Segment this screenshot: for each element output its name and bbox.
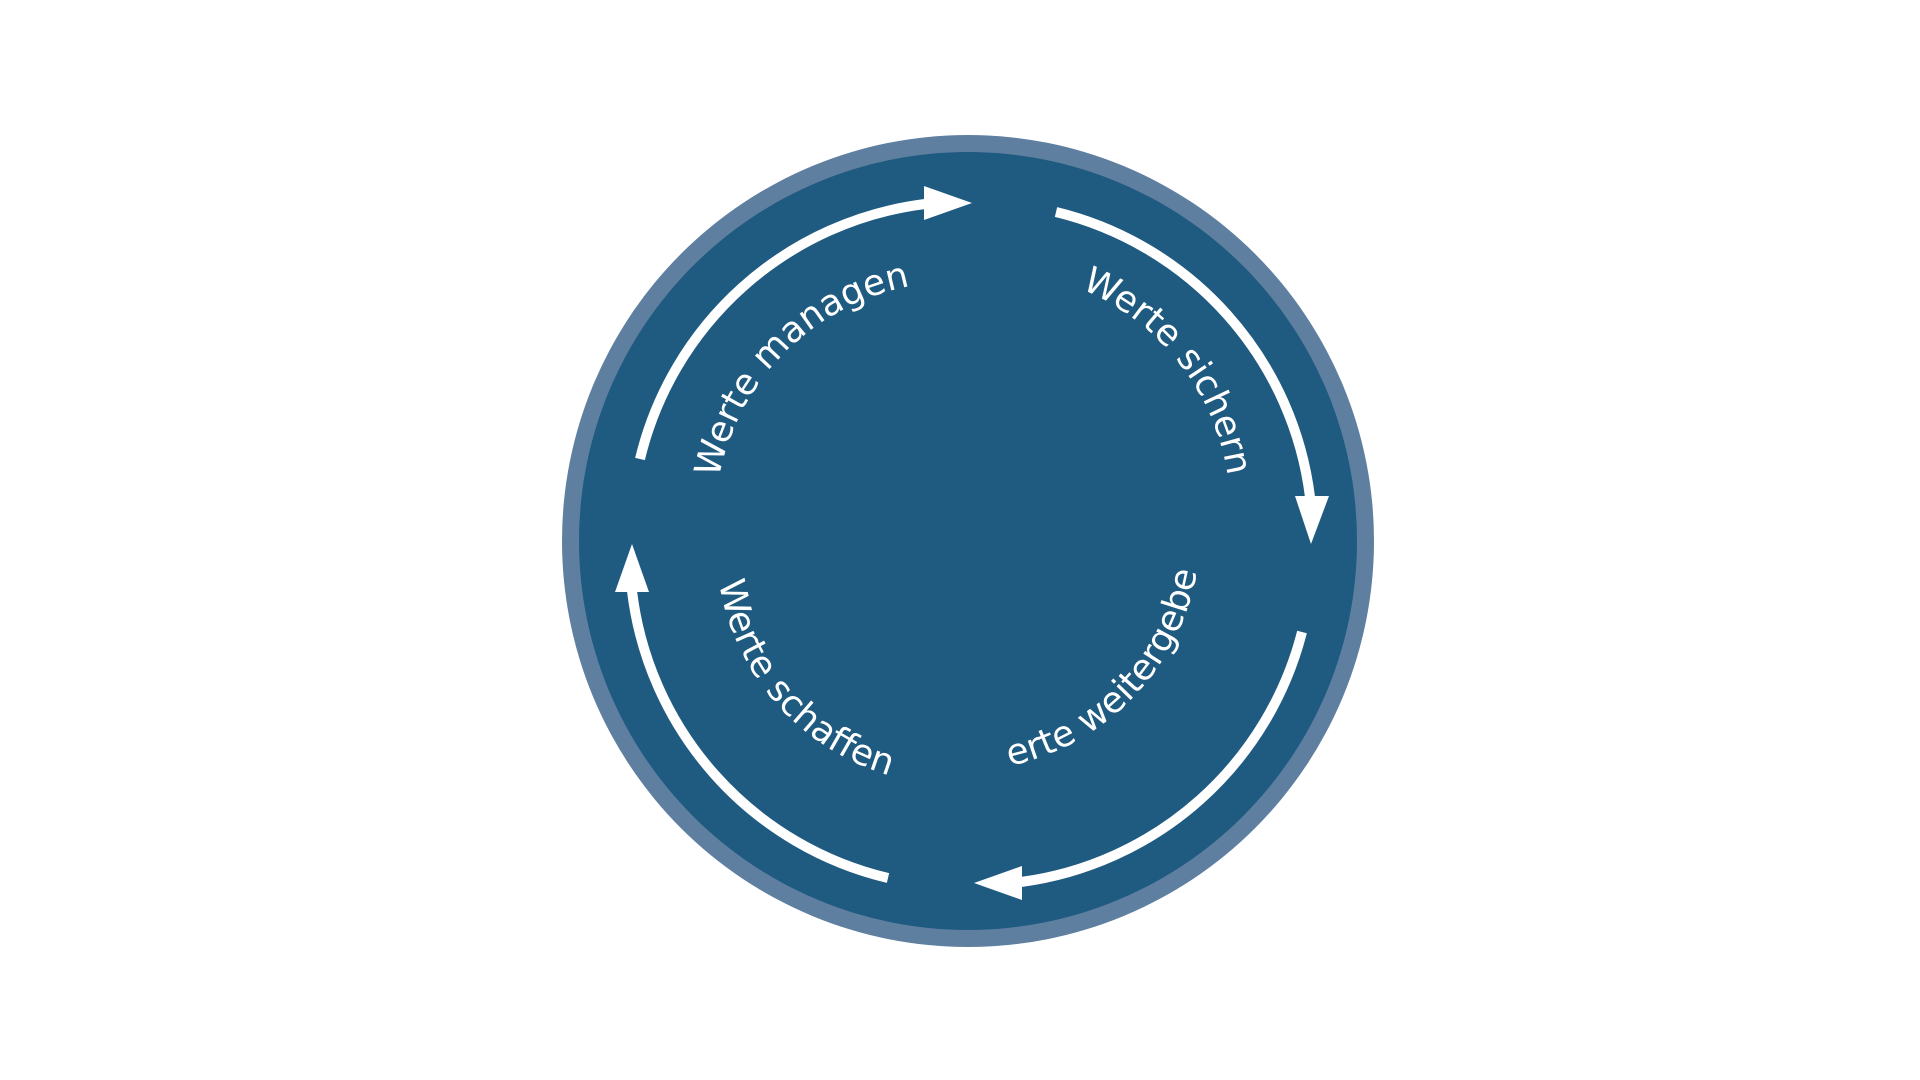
arrowhead-right-icon [924,186,972,220]
inner-disc [579,152,1357,930]
arrowhead-down-icon [1295,496,1329,544]
arc-sichern [1054,207,1315,498]
arc-weitergeben [1020,630,1307,887]
arc-managen [635,199,926,461]
arc-schaffen [627,590,890,883]
arrowhead-left-icon [974,866,1022,900]
arrowhead-up-icon [615,544,649,592]
